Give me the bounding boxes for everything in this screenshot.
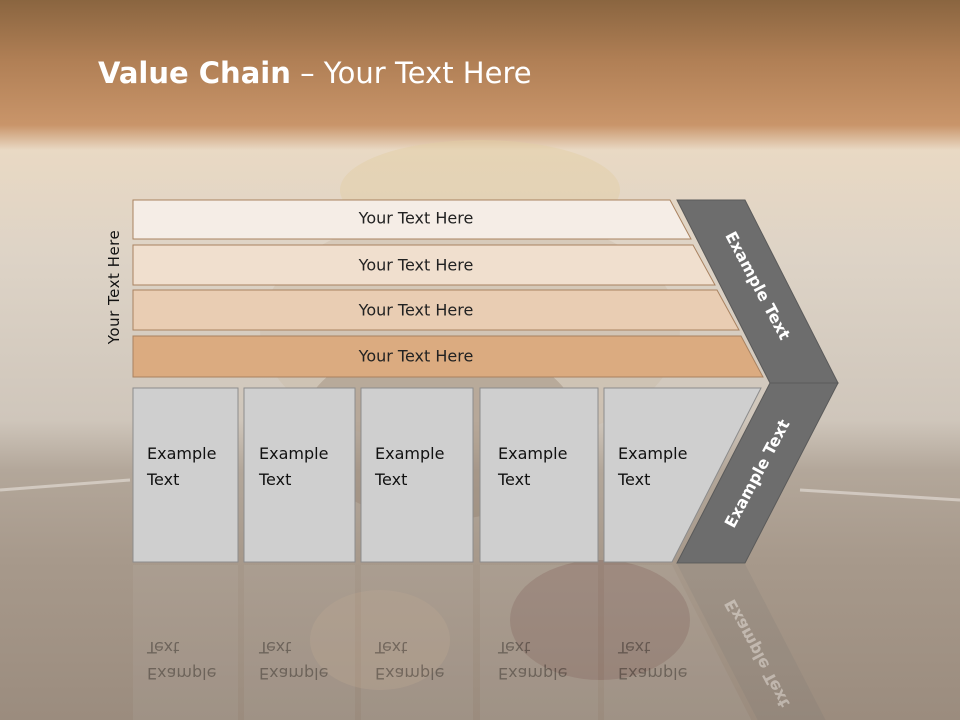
boxes-reflection: Example Text Example Text Example Text E… [133, 564, 826, 720]
activity-box-3-line2: Text [374, 470, 407, 489]
activity-box-2: Example Text [243, 387, 356, 563]
title-rest: – Your Text Here [290, 56, 532, 90]
band-1-label: Your Text Here [358, 209, 474, 228]
activity-box-4-line2: Text [497, 470, 530, 489]
band-4: Your Text Here [132, 335, 764, 378]
activity-box-5-line1: Example [618, 444, 687, 463]
reflection-box-3-line2: Text [374, 638, 407, 657]
reflection-box-2-line1: Example [259, 664, 328, 683]
activity-box-3-line1: Example [375, 444, 444, 463]
band-3-label: Your Text Here [358, 301, 474, 320]
band-3: Your Text Here [132, 289, 740, 331]
activity-box-3: Example Text [360, 387, 474, 563]
activity-box-1-line1: Example [147, 444, 216, 463]
band-2-label: Your Text Here [358, 256, 474, 275]
activity-box-5-line2: Text [617, 470, 650, 489]
activity-box-4: Example Text [479, 387, 599, 563]
band-4-label: Your Text Here [358, 347, 474, 366]
activity-box-1: Example Text [132, 387, 239, 563]
chevron-bottom [676, 382, 839, 564]
reflection-box-4-line1: Example [498, 664, 567, 683]
reflection-box-1-line2: Text [146, 638, 179, 657]
activity-box-2-line1: Example [259, 444, 328, 463]
slide-title: Value Chain – Your Text Here [98, 56, 532, 90]
reflection-box-2-line2: Text [258, 638, 291, 657]
activity-box-5: Example Text [603, 387, 762, 563]
activity-box-2-line2: Text [258, 470, 291, 489]
reflection-box-5-line1: Example [618, 664, 687, 683]
reflection-box-3-line1: Example [375, 664, 444, 683]
reflection-box-5-line2: Text [617, 638, 650, 657]
reflection-box-4-line2: Text [497, 638, 530, 657]
reflection-box-1-line1: Example [147, 664, 216, 683]
activity-box-1-line2: Text [146, 470, 179, 489]
activity-box-4-line1: Example [498, 444, 567, 463]
band-1: Your Text Here [132, 199, 692, 240]
band-2: Your Text Here [132, 244, 716, 286]
title-bold: Value Chain [98, 56, 291, 90]
